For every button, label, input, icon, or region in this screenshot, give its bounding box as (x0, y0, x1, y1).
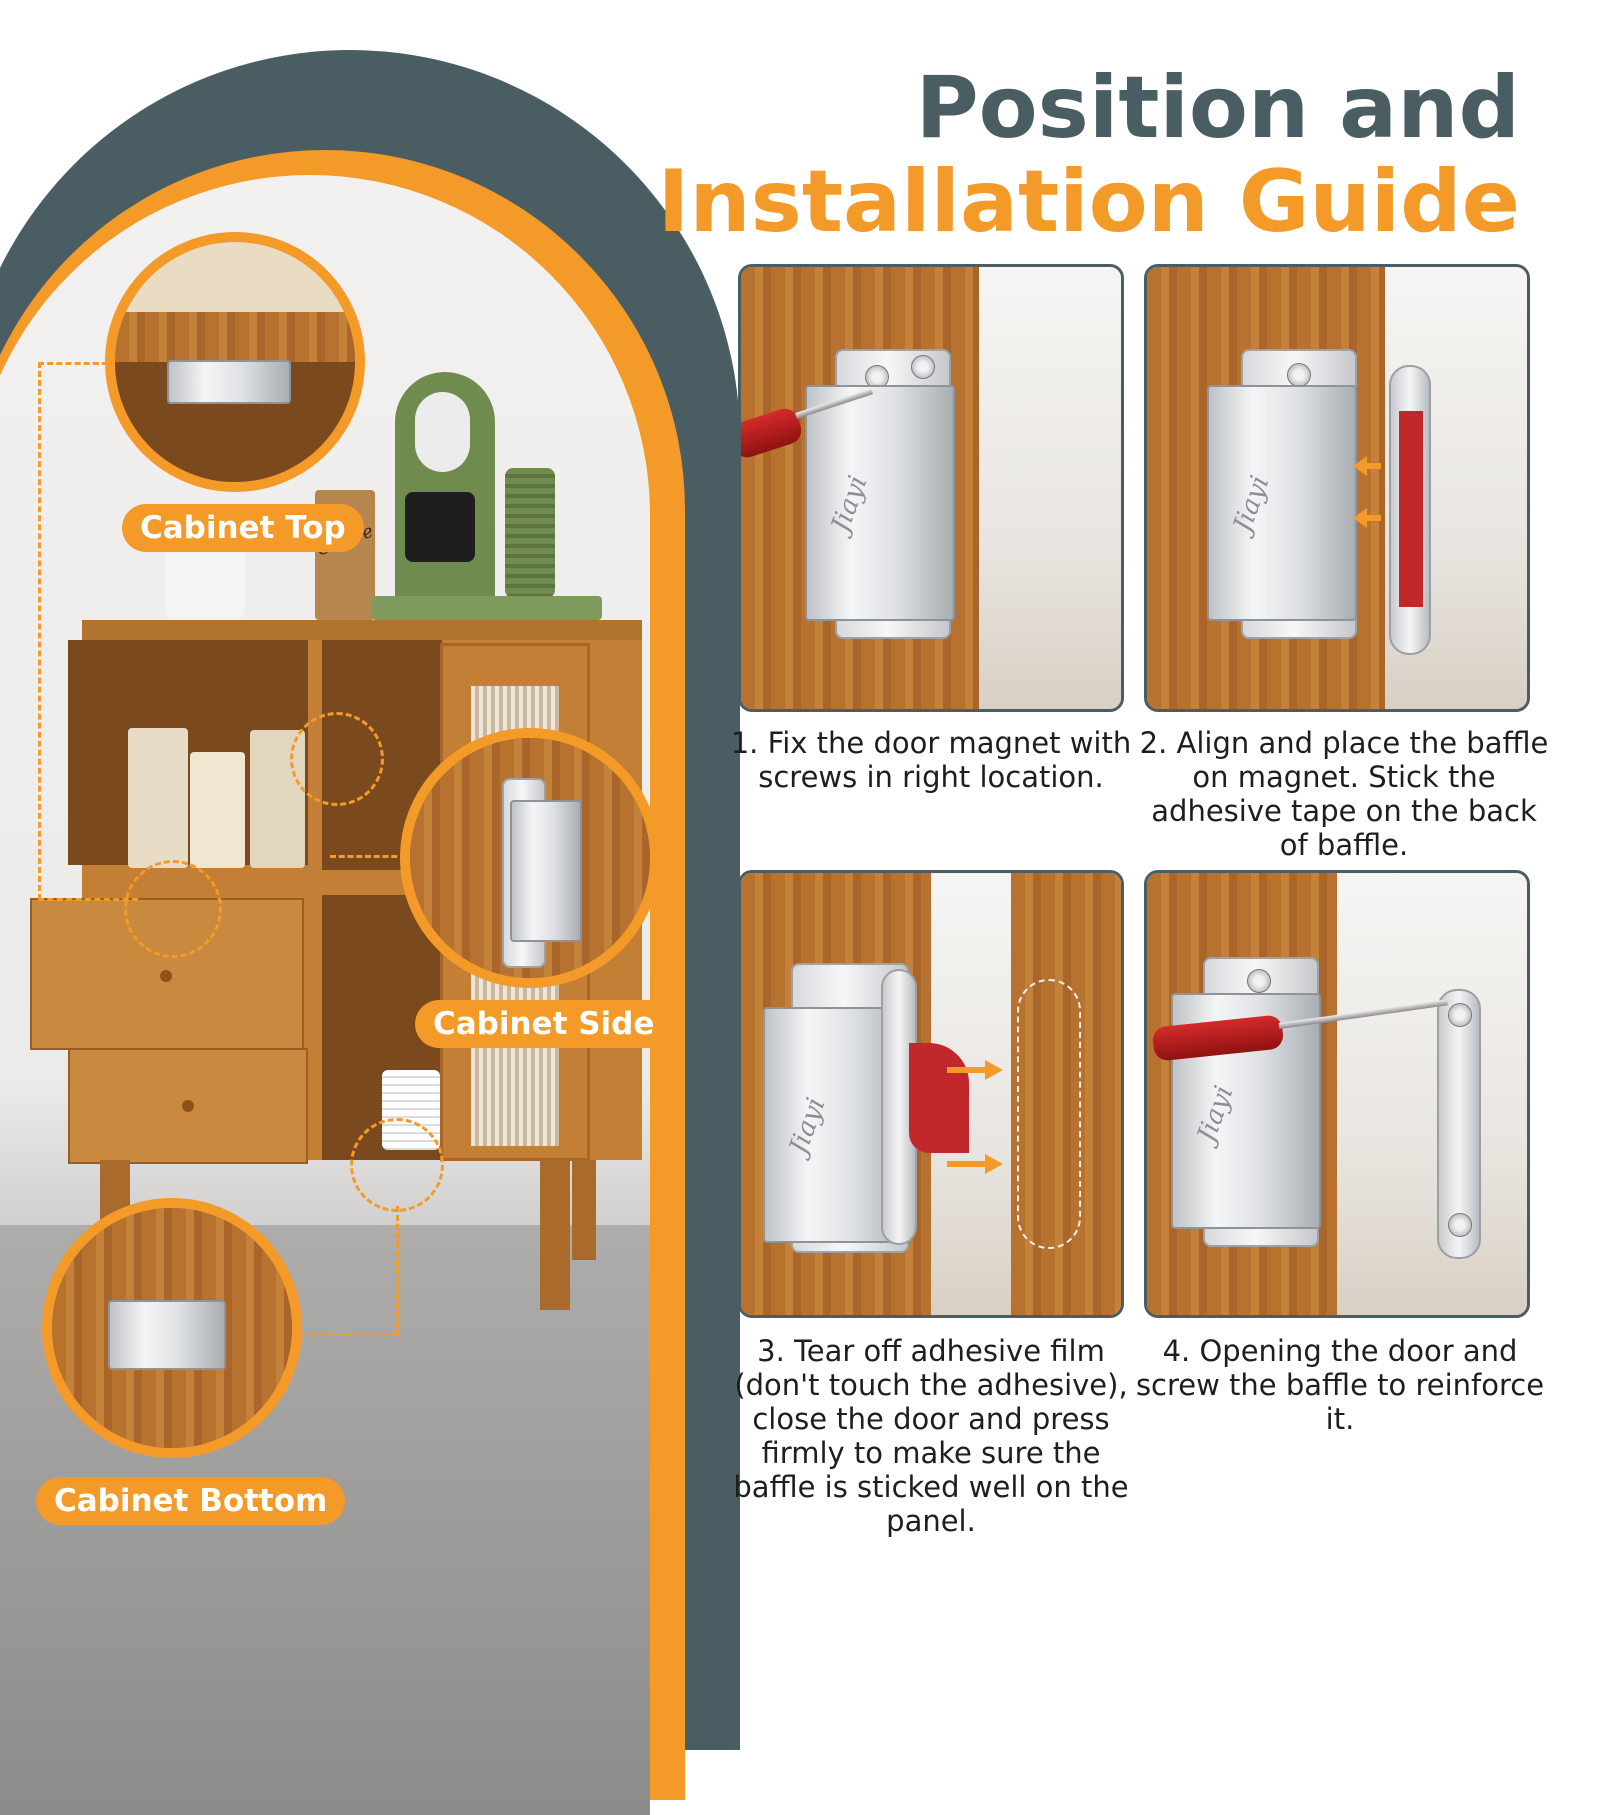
product-box-2 (190, 752, 245, 868)
peeled-film (909, 1043, 969, 1153)
step-2-text: 2. Align and place the baffle on magnet.… (1139, 726, 1549, 862)
cabinet-scene: Coffee Cabinet Top (0, 0, 700, 1600)
step-3-panel: Jiayi (738, 870, 1124, 1318)
connector-line (396, 1206, 399, 1336)
arrow-icon (1365, 515, 1381, 521)
title-line-1: Position and (915, 58, 1520, 158)
label-cabinet-side: Cabinet Side (415, 1000, 673, 1048)
drawer-closed (68, 1048, 308, 1164)
screw-icon (911, 355, 935, 379)
arrow-head-icon (1353, 456, 1367, 476)
zoom-magnet-top (167, 360, 291, 404)
step-4-text: 4. Opening the door and screw the baffle… (1135, 1334, 1545, 1436)
zoom-circle-cabinet-top (105, 232, 365, 492)
drawer-knob (160, 970, 172, 982)
screw-icon (1287, 363, 1311, 387)
arrow-head-icon (985, 1154, 1003, 1174)
title-line-2: Installation Guide (657, 152, 1520, 252)
cabinet-leg (572, 1160, 596, 1260)
cabinet-leg (540, 1160, 570, 1310)
connector-line (300, 1333, 398, 1336)
screw-icon (1247, 969, 1271, 993)
marker-circle-bottom (350, 1118, 444, 1212)
door-magnet (1207, 385, 1357, 621)
cabinet-top (82, 620, 642, 642)
screw-icon (1448, 1003, 1472, 1027)
arrow-icon (947, 1161, 987, 1167)
product-box-1 (128, 728, 188, 868)
step-4-panel: Jiayi (1144, 870, 1530, 1318)
arrow-icon (947, 1067, 987, 1073)
door-magnet (805, 385, 955, 621)
drawer-knob (182, 1100, 194, 1112)
connector-line (38, 362, 41, 900)
zoom-shelf-item (115, 242, 355, 312)
arrow-icon (1365, 463, 1381, 469)
marker-circle-side (290, 712, 384, 806)
connector-line (38, 898, 138, 901)
zoom-circle-cabinet-bottom (42, 1198, 302, 1458)
zoom-magnet-bottom (108, 1300, 226, 1370)
step-2-panel: Jiayi (1144, 264, 1530, 712)
arrow-head-icon (1353, 508, 1367, 528)
machine-tray (372, 596, 602, 620)
coffee-machine (395, 372, 495, 602)
connector-line (38, 362, 108, 365)
coffee-machine-window (415, 392, 470, 472)
baffle (1389, 365, 1431, 655)
adhesive-tape (1399, 411, 1423, 607)
step-3-text: 3. Tear off adhesive film (don't touch t… (733, 1334, 1129, 1538)
screw-icon (1448, 1213, 1472, 1237)
connector-line (330, 855, 406, 858)
room-background (979, 267, 1121, 709)
step-1-panel: Jiayi (738, 264, 1124, 712)
arrow-head-icon (985, 1060, 1003, 1080)
mug (165, 548, 245, 620)
coffee-machine-spout (405, 492, 475, 562)
label-cabinet-top: Cabinet Top (122, 504, 364, 552)
label-cabinet-bottom: Cabinet Bottom (36, 1477, 346, 1525)
zoom-top-board (115, 312, 355, 362)
step-1-text: 1. Fix the door magnet with screws in ri… (730, 726, 1132, 794)
zoom-magnet-side (510, 800, 582, 942)
room-background (1337, 873, 1527, 1315)
milk-frother (505, 468, 555, 598)
zoom-circle-cabinet-side (400, 728, 660, 988)
adhesive-outline (1017, 979, 1081, 1249)
marker-circle-top (124, 860, 222, 958)
